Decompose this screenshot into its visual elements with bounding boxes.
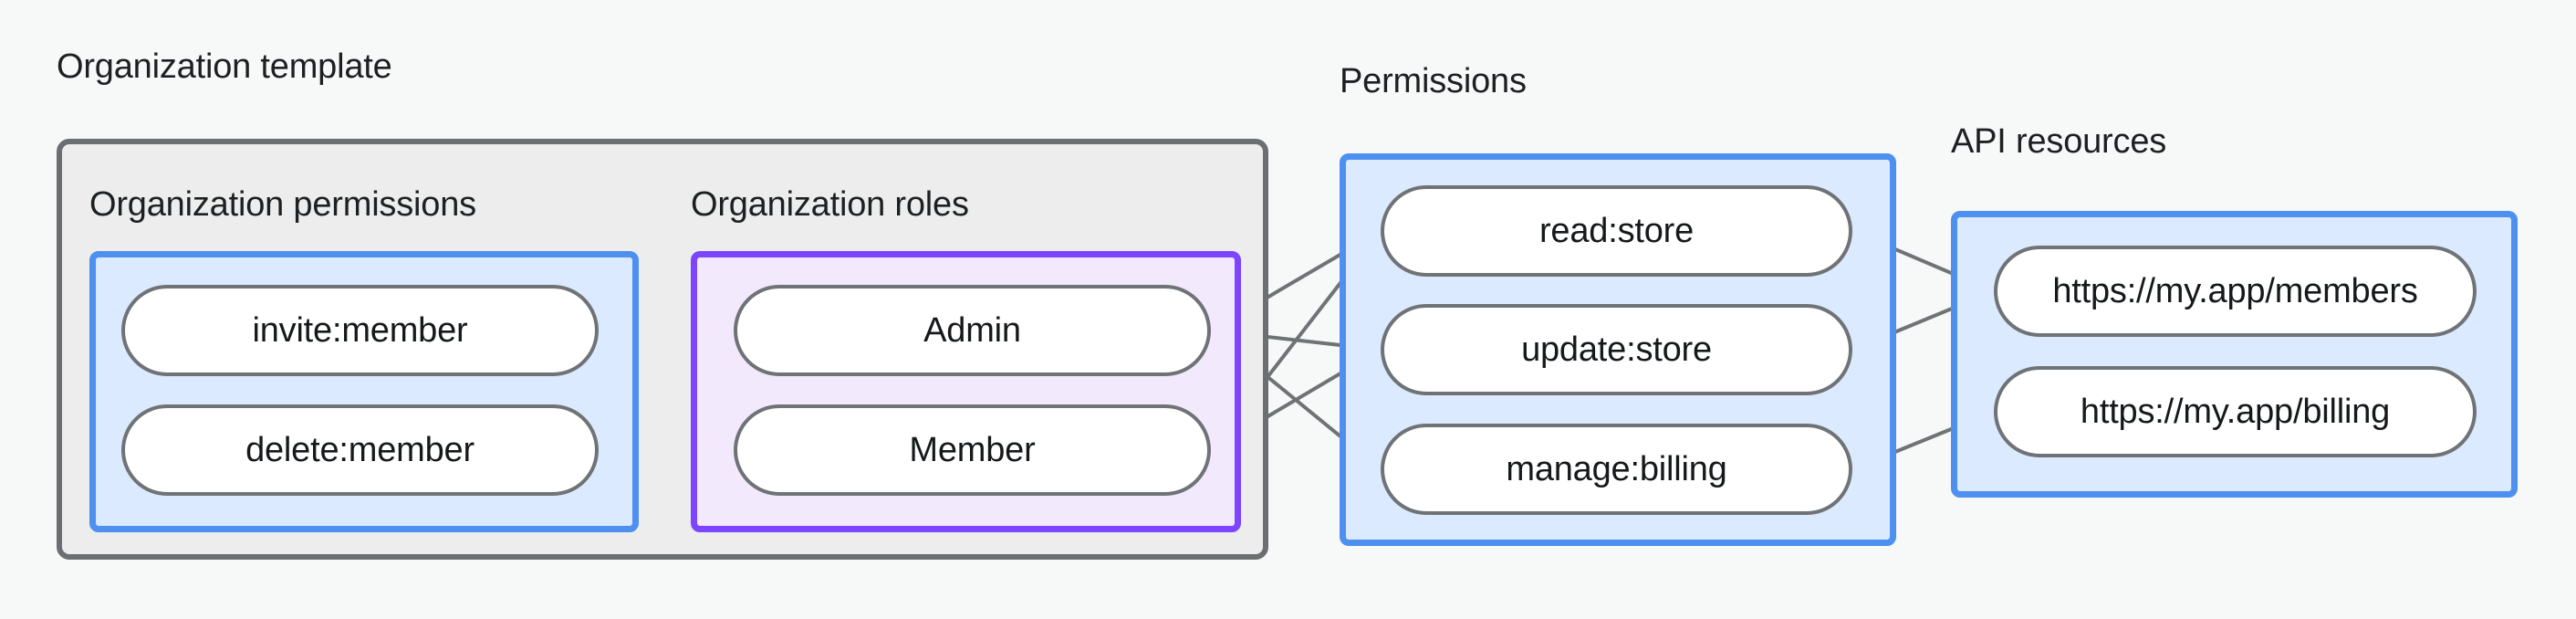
api-resources-title: API resources — [1951, 122, 2167, 161]
node-role-admin[interactable]: Admin — [734, 285, 1211, 376]
organization-template-title: Organization template — [57, 47, 392, 86]
node-api-members[interactable]: https://my.app/members — [1994, 246, 2477, 337]
node-invite-member[interactable]: invite:member — [121, 285, 599, 376]
node-manage-billing[interactable]: manage:billing — [1381, 424, 1852, 515]
node-read-store[interactable]: read:store — [1381, 185, 1852, 277]
organization-permissions-title: Organization permissions — [89, 185, 476, 224]
organization-roles-title: Organization roles — [691, 185, 969, 224]
permissions-title: Permissions — [1340, 62, 1527, 100]
node-delete-member[interactable]: delete:member — [121, 404, 599, 496]
node-api-billing[interactable]: https://my.app/billing — [1994, 366, 2477, 457]
node-role-member[interactable]: Member — [734, 404, 1211, 496]
node-update-store[interactable]: update:store — [1381, 304, 1852, 395]
